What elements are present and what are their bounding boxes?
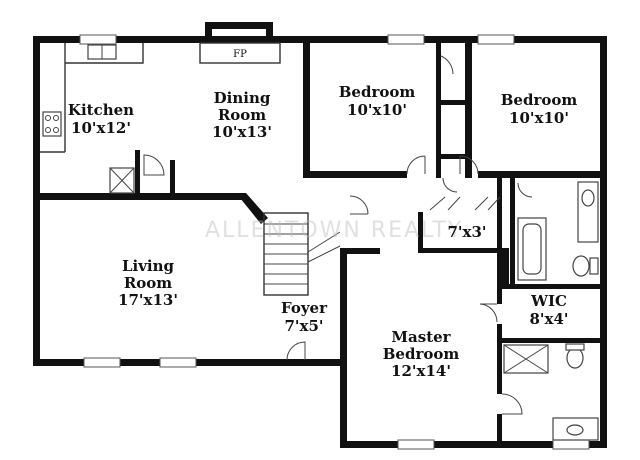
room-kitchen-name: Kitchen (68, 101, 134, 119)
doors (143, 55, 533, 415)
fireplace-label: FP (233, 49, 247, 60)
room-dining-size: 10'x13' (212, 123, 272, 141)
staircase (263, 212, 341, 296)
fireplace: FP (199, 42, 281, 64)
room-hall-closet: 7'x3' (447, 223, 486, 241)
room-dining-name-line2: Room (218, 106, 266, 124)
room-living: Living Room 17'x13' (118, 257, 178, 309)
room-wic: WIC 8'x4' (529, 292, 568, 328)
room-bedroom-3-name: Bedroom (501, 91, 578, 109)
room-bedroom-2: Bedroom 10'x10' (339, 83, 416, 119)
room-kitchen-size: 10'x12' (71, 119, 131, 137)
room-foyer-size: 7'x5' (284, 317, 323, 335)
room-living-name-line2: Room (124, 274, 172, 292)
room-master-name-line1: Master (391, 328, 451, 346)
stove-icon (42, 111, 62, 137)
kitchen-counters (40, 43, 144, 194)
watermark-text: ALLENTOWN REALTY (205, 218, 463, 243)
room-hall-closet-size: 7'x3' (447, 223, 486, 241)
room-foyer: Foyer 7'x5' (281, 299, 328, 335)
master-toilet-icon (566, 347, 584, 369)
interior-walls (33, 36, 607, 448)
room-bedroom-2-size: 10'x10' (347, 101, 407, 119)
room-wic-name: WIC (530, 292, 567, 310)
windows (79, 34, 590, 450)
room-labels: Kitchen 10'x12' Dining Room 10'x13' Bedr… (68, 83, 577, 380)
room-master-size: 12'x14' (391, 362, 451, 380)
room-bedroom-2-name: Bedroom (339, 83, 416, 101)
room-wic-size: 8'x4' (529, 310, 568, 328)
room-dining-name-line1: Dining (214, 89, 271, 107)
room-living-name-line1: Living (122, 257, 175, 275)
room-master: Master Bedroom 12'x14' (383, 328, 460, 380)
room-master-name-line2: Bedroom (383, 345, 460, 363)
toilet-icon (572, 255, 590, 277)
room-bedroom-3: Bedroom 10'x10' (501, 91, 578, 127)
room-kitchen: Kitchen 10'x12' (68, 101, 134, 137)
room-living-size: 17'x13' (118, 291, 178, 309)
bath-fixtures (503, 181, 599, 441)
room-foyer-name: Foyer (281, 299, 328, 317)
room-bedroom-3-size: 10'x10' (509, 109, 569, 127)
room-dining: Dining Room 10'x13' (212, 89, 272, 141)
